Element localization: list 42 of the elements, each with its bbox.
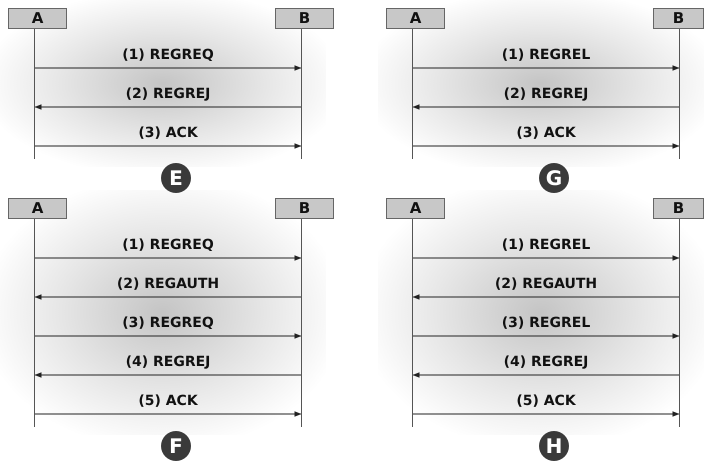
message-label: (3) REGREQ [122, 315, 214, 332]
message-arrow [412, 333, 680, 339]
message-arrow [412, 411, 680, 417]
message-arrow [34, 294, 302, 300]
message-arrow [34, 255, 302, 261]
participant-box: A [8, 198, 67, 219]
message-label: (1) REGREL [502, 47, 590, 64]
participant-box: B [275, 8, 334, 29]
message-label: (3) REGREL [502, 315, 590, 332]
message-arrow [412, 143, 680, 149]
message-label: (4) REGREJ [504, 354, 588, 371]
message-arrow [412, 372, 680, 378]
message-label: (1) REGREQ [122, 47, 214, 64]
message-arrow [34, 104, 302, 110]
participant-box: A [386, 198, 445, 219]
participant-box: B [653, 8, 704, 29]
message-label: (4) REGREJ [126, 354, 210, 371]
message-label: (1) REGREL [502, 237, 590, 254]
message-label: (2) REGAUTH [494, 276, 598, 293]
message-arrow [34, 333, 302, 339]
message-label: (2) REGAUTH [116, 276, 220, 293]
message-label: (1) REGREQ [122, 237, 214, 254]
message-label: (2) REGREJ [504, 86, 588, 103]
message-arrow [412, 65, 680, 71]
participant-box: A [8, 8, 67, 29]
participant-box: B [275, 198, 334, 219]
participant-box: A [386, 8, 445, 29]
message-arrow [412, 255, 680, 261]
message-label: (5) ACK [138, 393, 198, 410]
participant-box: B [653, 198, 704, 219]
message-label: (3) ACK [138, 125, 198, 142]
message-arrow [34, 411, 302, 417]
message-label: (2) REGREJ [126, 86, 210, 103]
message-arrow [34, 143, 302, 149]
message-arrow [412, 104, 680, 110]
panel-badge: F [161, 431, 191, 461]
message-arrow [412, 294, 680, 300]
panel-badge: H [539, 431, 569, 461]
message-label: (5) ACK [516, 393, 576, 410]
message-label: (3) ACK [516, 125, 576, 142]
message-arrow [34, 65, 302, 71]
message-arrow [34, 372, 302, 378]
